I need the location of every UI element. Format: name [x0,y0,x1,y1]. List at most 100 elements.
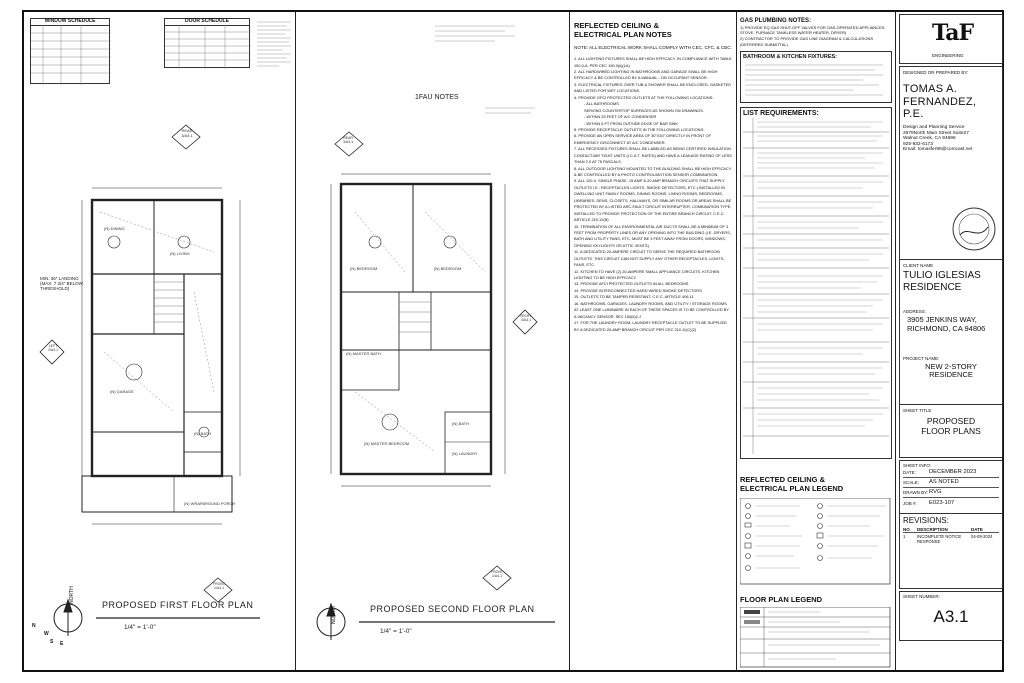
first-floor-scale: 1/4" = 1'-0" [124,624,156,631]
room-label: (N) BEDROOM [434,266,462,271]
divider [736,12,737,670]
scale-value: AS NOTED [929,479,959,486]
room-label: (N) GARAGE [110,389,134,394]
address-label: ADDRESS: [903,309,927,315]
engineer-name: TOMAS A. [903,83,958,96]
electrical-note-sub: - WITHIN 6 FT FROM OUTSIDE EDGE OF BAR S… [584,120,678,126]
room-label: (N) DINING [104,226,125,231]
left-elevation-tag[interactable]: LEFT 2/A4.1 [47,344,59,353]
sheet-title-2: FLOOR PLANS [921,425,981,436]
fixtures-lines [745,64,883,95]
divider [295,12,296,670]
electrical-note-item: 2. ALL HARDWIRED LIGHTING IN BATHROOMS A… [574,69,718,81]
room-label: (N) LAUNDRY [452,451,478,456]
electrical-note-item: 5. PROVIDE RECEPTACLE OUTLETS IN THE FOL… [574,126,705,132]
sheet-number: A3.1 [933,607,969,627]
revisions-box: REVISIONS: NO DESCRIPTION DATE 1 INCOMPL… [899,513,1003,589]
electrical-note-item: 6. PROVIDE AN OPEN SERVICE AREA OF 30"X3… [574,133,711,145]
list-requirements-title: LIST REQUIREMENTS: [743,110,819,118]
door-schedule: DOOR SCHEDULE [164,18,251,69]
second-floor-notes-title: 1FAU NOTES [415,94,459,101]
sheet-info-label: SHEET INFO: [903,463,932,468]
designed-by-label: DESIGNED OR PREPARED BY: [903,70,969,75]
electrical-note-item: 15. OUTLETS TO BE TAMPER RESISTANT. C.E.… [574,294,694,300]
sheet-number-label: SHEET NUMBER: [903,594,940,599]
electrical-notes-title: REFLECTED CEILING & [574,22,660,30]
rev-header-date: DATE [971,527,983,533]
rear-elevation-tag[interactable]: REAR 3/A4.1 [181,128,193,138]
legend-title-2: ELECTRICAL PLAN LEGEND [740,483,844,493]
designer-box: DESIGNED OR PREPARED BY: TOMAS A. FERNAN… [899,66,1003,260]
legend-title: REFLECTED CEILING & [740,475,826,484]
sheet-number-box: SHEET NUMBER: A3.1 [899,591,1003,641]
compass-e: E [60,641,64,647]
electrical-note-item: 14. PROVIDE INTERCONNECTED HARD WIRED SM… [574,287,703,293]
client-name: TULIO IGLESIAS [903,270,981,282]
rev-desc: INCOMPLETE NOTICE RESPONSE [917,534,962,545]
second-floor-plan [316,25,555,640]
job-value: E023-107 [929,499,955,506]
office-address-2: Walnut Creek, CA 94596 [903,136,956,142]
electrical-notes-title-2: ELECTRICAL PLAN NOTES [574,29,672,39]
revision-row: 1 INCOMPLETE NOTICE RESPONSE 04-09-2024 [903,535,999,545]
electrical-note-sub: - WITHIN 25 FEET OF A/C CONDENSER [584,114,657,120]
electrical-notes-intro: NOTE: ALL ELECTRICAL WORK SHALL COMPLY W… [574,45,732,51]
room-label: (N) LIVING [170,251,190,256]
sheet-info-box: SHEET INFO: DATE:DECEMBER 2023 SCALE:AS … [899,460,1003,514]
compass-w: W [44,631,49,637]
rev-no: 1 [903,534,906,540]
rev-header-no: NO [903,527,910,533]
electrical-note-item: 13. PROVIDE AFCI PROTECTED OUTLETS IN AL… [574,281,690,287]
title-block: TaF ENGINEERING DESIGNED OR PREPARED BY:… [899,14,1003,670]
list-requirements: LIST REQUIREMENTS: [740,107,892,460]
gas-notes-title: GAS PLUMBING NOTES: [740,18,812,24]
first-floor-plan [39,124,260,636]
floor-plan-legend: FLOOR PLAN LEGEND [740,595,892,670]
client-name-2: RESIDENCE [903,281,962,293]
north-label-2: NORTH [331,606,337,624]
requirements-column: GAS PLUMBING NOTES: 1) PROVIDE EQ GAS SH… [740,18,892,472]
sheet-title-box: SHEET TITLE PROPOSED FLOOR PLANS [899,404,1003,458]
electrical-note-item: 16. BATHROOMS, GARAGES, LAUNDRY ROOMS, A… [574,300,729,319]
electrical-note-item: 9. ALL 120-V, SINGLE PHASE, 15 AMP & 20 … [574,178,732,223]
project-name-2: RESIDENCE [929,370,973,380]
engineer-seal [952,207,996,251]
electrical-note-item: 7. ALL RECESSED FIXTURES SHALL BE LABELE… [574,146,732,165]
electrical-note-item: 3. ELECTRICAL FIXTURES OVER TUB & SHOWER… [574,81,732,94]
electrical-note-item: 4. PROVIDE GFCI PROTECTED OUTLETS AT THE… [574,94,714,100]
compass-n: N [32,623,36,629]
front-elevation-tag-2[interactable]: FRONT 1/A4.1 [490,570,504,579]
door-schedule-title: DOOR SCHEDULE [165,18,249,26]
rear-elevation-tag-2[interactable]: REAR 3/A4.1 [342,136,354,145]
fixtures-title: BATHROOM & KITCHEN FIXTURES: [743,54,838,61]
first-floor-title: PROPOSED FIRST FLOOR PLAN [102,600,254,610]
divider [895,12,896,670]
north-label: NORTH [69,586,75,604]
rev-date: 04-09-2024 [971,534,993,540]
date-label: DATE: [903,470,916,476]
electrical-note-item: 10. TERMINATION OF ALL ENVIRONMENTAL AIR… [574,223,731,248]
engineer-name-2: FERNANDEZ, [903,95,977,108]
electrical-legend: REFLECTED CEILING & ELECTRICAL PLAN LEGE… [740,475,892,592]
revisions-title: REVISIONS: [903,516,949,525]
project-label: PROJECT NAME: [903,355,940,361]
fixtures-box: BATHROOM & KITCHEN FIXTURES: [740,51,892,104]
second-floor-scale: 1/4" = 1'-0" [380,628,412,635]
office-email[interactable]: Email: tomasfer99@comcast.net [903,147,973,153]
rev-header-desc: DESCRIPTION [917,527,948,533]
room-label: (N) MASTER BEDROOM [364,441,410,446]
window-schedule-title: WINDOW SCHEDULE [31,18,109,26]
right-elevation-tag[interactable]: RIGHT 4/A4.1 [520,314,532,323]
electrical-note-item: 17. FOR THE LAUNDRY ROOM: LAUNDRY RECEPT… [574,320,727,332]
office-address-1: 2678North Main Street Suite27 [903,130,969,136]
room-label: (N) WRAPAROUND PORCH [184,501,236,506]
window-schedule-grid [31,25,111,85]
logo-subtitle: ENGINEERING [932,53,964,58]
room-label: (N) BEDROOM [350,266,378,271]
room-label: (N) BATH [452,421,470,426]
job-label: JOB #: [903,500,917,506]
front-elevation-tag[interactable]: FRONT 1/A4.1 [212,582,226,591]
company-logo: TaF [932,20,974,46]
date-value: DECEMBER 2023 [929,469,977,476]
site-address-2: RICHMOND, CA 94806 [907,323,986,333]
